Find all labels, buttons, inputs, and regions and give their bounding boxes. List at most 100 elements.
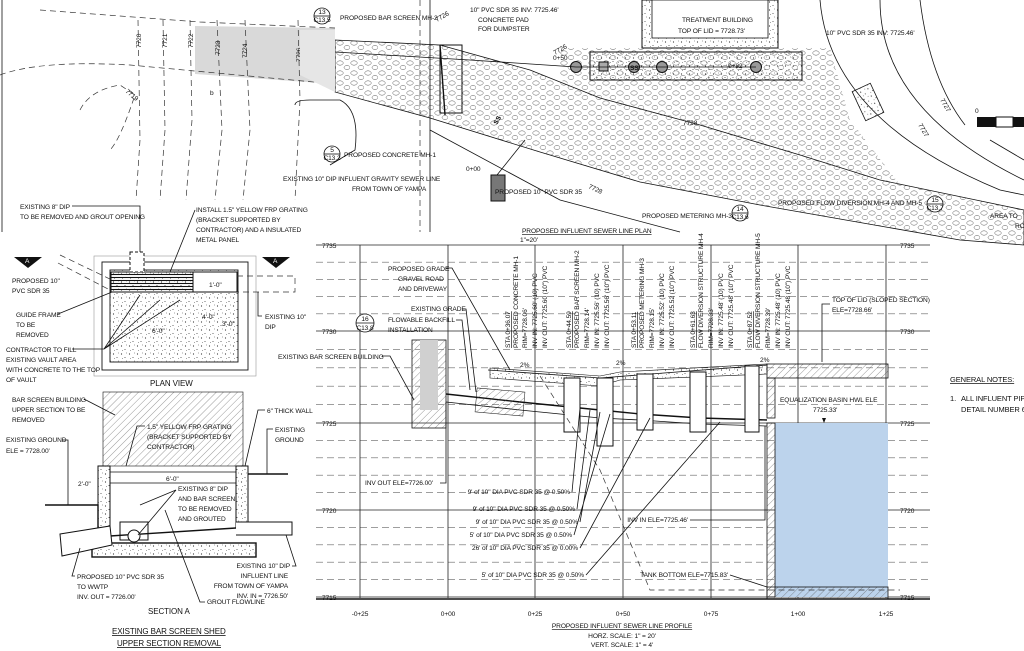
elevation-label: 7725 xyxy=(900,421,915,428)
tank-lid xyxy=(766,363,889,379)
manhole-inv-in: INV IN: 7725.48' (10) PVC xyxy=(718,273,725,348)
bubble-sheet: C13.7 xyxy=(926,205,944,212)
install-grating-label: INSTALL 1.5" YELLOW FRP GRATING xyxy=(196,207,308,214)
proposed-pvc-label: PROPOSED 10" xyxy=(12,278,60,285)
contractor-fill-label: WITH CONCRETE TO THE TOP xyxy=(6,367,101,374)
manhole-rim: RIM=7728.33' xyxy=(708,308,715,348)
manhole-callout-mh3: STA 0+53.11 PROPOSED METERING MH-3 RIM=7… xyxy=(631,258,676,348)
station-tick-label: 1+00 xyxy=(791,611,806,618)
proposed-grade-label: PROPOSED GRADE xyxy=(388,266,450,273)
existing-ground-line xyxy=(45,473,288,530)
sewer-label: SS xyxy=(493,114,504,126)
section-mark-label: A xyxy=(25,258,30,265)
backfill-label: INSTALLATION xyxy=(388,327,433,334)
backfill-label: FLOWABLE BACKFILL xyxy=(388,317,455,324)
contour-label: 7727 xyxy=(938,98,951,114)
tank-bottom-label: TANK BOTTOM ELE=7715.83' xyxy=(640,572,728,579)
dimension: 4'-0" xyxy=(202,314,215,321)
manhole-callout-mh5: STA 0+87.52 FLOW DIVERSION STRUCTURE MH-… xyxy=(747,233,792,348)
existing-8-dip-label: AND GROUTED xyxy=(178,516,226,523)
dimension: 3'-0" xyxy=(222,321,235,328)
manhole-name: FLOW DIVERSION STRUCTURE MH-5 xyxy=(755,233,762,348)
bubble-number: 14 xyxy=(736,206,744,213)
pipe-segment-label: 9' of 10" DIA PVC SDR 35 @ 0.50% xyxy=(473,506,576,513)
existing-8-dip-label: TO BE REMOVED AND GROUT OPENING xyxy=(20,214,145,221)
elevation-label: 7735 xyxy=(900,243,915,250)
bar-screen-building-label: UPPER SECTION TO BE xyxy=(12,407,86,414)
b-mark: b xyxy=(210,90,214,97)
concrete-pad-label: FOR DUMPSTER xyxy=(478,26,530,33)
slope-label: 2% xyxy=(760,357,770,364)
elevation-label: 7715 xyxy=(322,595,337,602)
existing-10-dip-label: INFLUENT LINE xyxy=(241,573,289,580)
tank-wall xyxy=(766,422,776,598)
guide-frame-label: TO BE xyxy=(16,322,36,329)
vault-wall xyxy=(97,465,111,537)
bubble-sheet: C13.8 xyxy=(356,325,374,332)
contour-label: 7720 xyxy=(136,33,143,48)
gravel-road xyxy=(334,39,1024,246)
station-tick-label: 0+00 xyxy=(441,611,456,618)
existing-10-dip-label: DIP xyxy=(265,324,276,331)
thick-wall-label: 6" THICK WALL xyxy=(267,408,313,415)
vault-plan-view: A A EXISTING 8" DIP TO BE REMOVED AND GR… xyxy=(6,204,308,388)
manhole-rim: RIM=7728.06' xyxy=(522,308,529,348)
inv-out-label: INV OUT ELE=7726.00' xyxy=(365,480,433,487)
section-marker xyxy=(262,257,290,268)
proposed-pipe xyxy=(57,254,113,291)
manhole-callout-mh2: STA 0+44.59 PROPOSED BAR SCREEN MH-2 RIM… xyxy=(566,250,611,348)
inv-in-label: INV IN ELE=7725.46' xyxy=(627,517,688,524)
dimension: 1'-0" xyxy=(209,282,222,289)
manhole-station: STA 0+87.52 xyxy=(747,311,754,348)
vert-scale: VERT. SCALE: 1" = 4' xyxy=(591,642,653,649)
manhole-structures xyxy=(563,365,760,447)
existing-ground-label: EXISTING xyxy=(275,427,305,434)
existing-ground-label: GROUND xyxy=(275,437,304,444)
frp-grating-label: 1.5" YELLOW FRP GRATING xyxy=(147,424,232,431)
dimension: 6'-0" xyxy=(152,328,165,335)
top-of-lid-label: TOP OF LID = 7728.73' xyxy=(678,28,745,35)
manhole-name: PROPOSED METERING MH-3 xyxy=(639,258,646,348)
proposed-pvc-label: INV. OUT = 7726.00' xyxy=(77,594,136,601)
contour-label: 7721 xyxy=(162,33,169,48)
existing-ground-label: ELE = 7728.00' xyxy=(6,448,50,455)
manhole-rim: RIM=7728.15' xyxy=(649,308,656,348)
contour-label: 7726 xyxy=(296,47,303,62)
existing-10-dip-label: EXISTING 10" DIP xyxy=(236,563,290,570)
proposed-grade-label: AND DRIVEWAY xyxy=(398,286,448,293)
section-subtitle: UPPER SECTION REMOVAL xyxy=(117,639,222,648)
manhole-station: STA 0+44.59 xyxy=(566,311,573,348)
grout-flowline-label: GROUT FLOWLINE xyxy=(207,599,266,606)
install-grating-label: METAL PANEL xyxy=(196,237,240,244)
existing-building-label: EXISTING BAR SCREEN BUILDING xyxy=(278,354,384,361)
area-label: AREA TO xyxy=(990,213,1018,220)
existing-8-dip-label: TO BE REMOVED xyxy=(178,506,232,513)
station-tick-label: 1+25 xyxy=(879,611,894,618)
gravel-road-profile xyxy=(489,363,768,387)
contour-label: 7723 xyxy=(215,40,222,55)
section-mark-label: A xyxy=(273,258,278,265)
bubble-sheet: C13.2 xyxy=(323,155,341,162)
manhole-callout-mh4: STA 0+61.63 FLOW DIVERSION STRUCTURE MH-… xyxy=(690,233,735,348)
general-notes: GENERAL NOTES: 1. ALL INFLUENT PIP DETAI… xyxy=(950,375,1024,414)
hwl-label: EQUALIZATION BASIN HWL ELE xyxy=(780,397,878,404)
station-label: 0+50 xyxy=(553,55,568,62)
proposed-pipe xyxy=(59,525,113,557)
note-text: DETAIL NUMBER 6 xyxy=(961,405,1024,414)
manhole-name: FLOW DIVERSION STRUCTURE MH-4 xyxy=(698,233,705,348)
manhole-rim: RIM=7728.39' xyxy=(765,308,772,348)
manhole-inv-in: INV IN: 7725.48' (10) PVC xyxy=(775,273,782,348)
manhole-name: PROPOSED CONCRETE MH-1 xyxy=(513,256,520,348)
section-subtitle: EXISTING BAR SCREEN SHED xyxy=(112,627,226,636)
contractor-fill-label: CONTRACTOR TO FILL xyxy=(6,347,77,354)
tank-floor xyxy=(766,586,889,600)
elevation-label: 7730 xyxy=(322,329,337,336)
existing-10-dip-label: EXISTING 10" xyxy=(265,314,307,321)
concrete-pad-label: CONCRETE PAD xyxy=(478,17,529,24)
site-plan: 7720 7721 7722 7723 7724 7726 7719 b 772… xyxy=(0,0,1024,246)
manhole-station: STA 0+36.07 xyxy=(505,311,512,348)
manhole-inv-out: INV OUT: 7725.48 (10") PVC xyxy=(785,265,792,348)
manhole-inv-out: INV OUT: 7725.60 (10") PVC xyxy=(542,265,549,348)
existing-10-dip-label: FROM TOWN OF YAMPA xyxy=(214,583,289,590)
